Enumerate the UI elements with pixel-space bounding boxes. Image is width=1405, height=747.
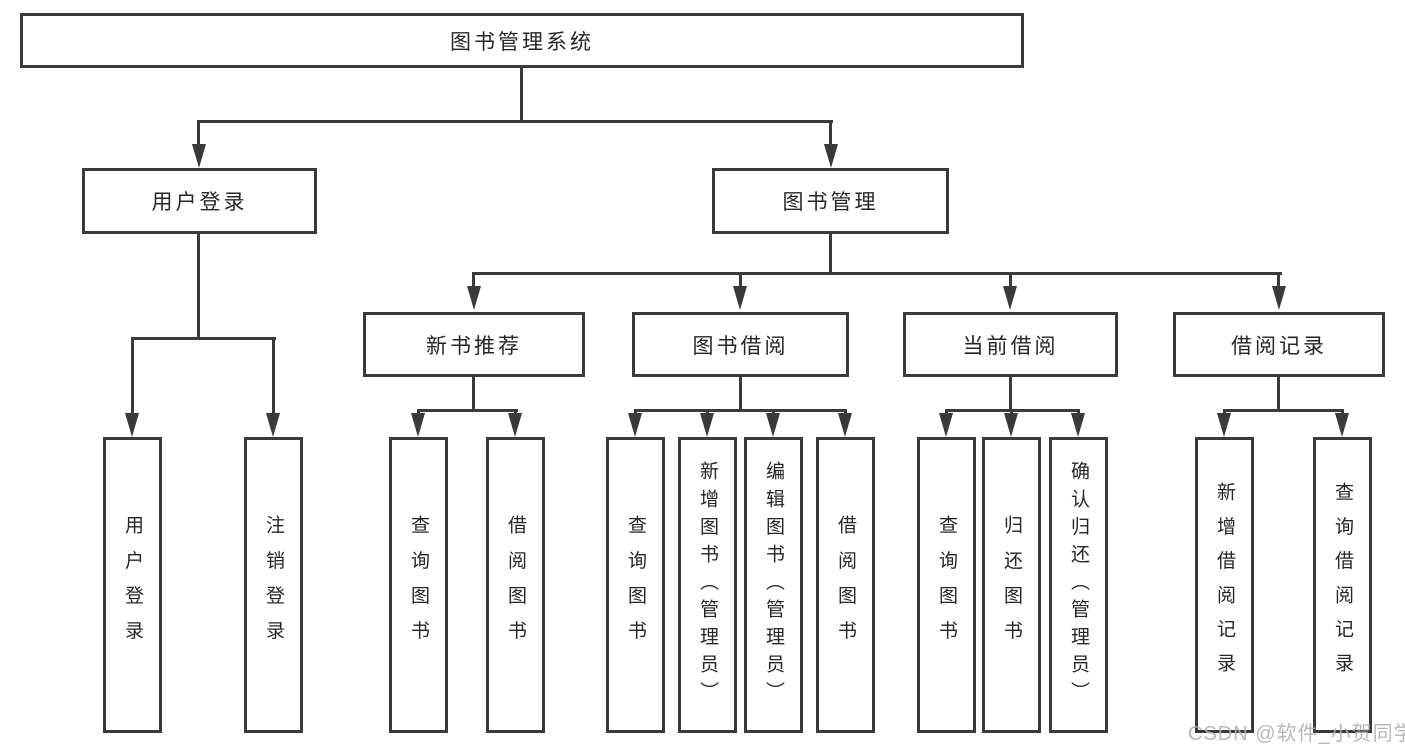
leaf-logout-login: 注销登录 xyxy=(244,437,303,733)
leaf-query-books-current: 查询图书 xyxy=(917,437,976,733)
connector-line xyxy=(706,409,709,415)
node-label: 图书借阅 xyxy=(692,334,789,358)
node-label: 借阅记录 xyxy=(1231,334,1327,358)
connector-line xyxy=(829,234,832,272)
connector-line xyxy=(739,377,742,409)
leaf-query-borrow-record: 查询借阅记录 xyxy=(1313,437,1372,733)
node-library-management-system: 图书管理系统 xyxy=(20,13,1024,68)
connector-line xyxy=(417,409,518,412)
connector-line xyxy=(1009,272,1012,288)
connector-line xyxy=(520,68,523,120)
connector-line xyxy=(272,337,275,415)
node-label: 用户登录 xyxy=(151,191,248,214)
connector-line xyxy=(829,120,832,146)
leaf-label: 借阅图书 xyxy=(505,514,526,656)
node-label: 图书管理 xyxy=(782,191,879,214)
leaf-query-books-recommend: 查询图书 xyxy=(389,437,448,733)
leaf-return-book: 归还图书 xyxy=(982,437,1041,733)
arrow-down-icon xyxy=(411,413,425,437)
arrow-down-icon xyxy=(1071,413,1085,437)
connector-line xyxy=(1277,377,1280,409)
node-label: 新书推荐 xyxy=(426,334,522,358)
leaf-user-login: 用户登录 xyxy=(103,437,162,733)
connector-line xyxy=(634,409,637,415)
leaf-label: 归还图书 xyxy=(1001,514,1022,656)
arrow-down-icon xyxy=(1003,286,1017,310)
arrow-down-icon xyxy=(467,286,481,310)
connector-line xyxy=(772,409,775,415)
leaf-edit-book-admin: 编辑图书（管理员） xyxy=(744,437,803,733)
arrow-down-icon xyxy=(192,144,206,168)
connector-line xyxy=(197,120,833,123)
connector-line xyxy=(131,337,134,415)
leaf-confirm-return-admin: 确认归还（管理员） xyxy=(1049,437,1108,733)
arrow-down-icon xyxy=(1272,286,1286,310)
arrow-down-icon xyxy=(1004,413,1018,437)
leaf-label: 编辑图书（管理员） xyxy=(763,461,784,709)
node-current-borrow: 当前借阅 xyxy=(903,312,1118,377)
connector-line xyxy=(131,337,276,340)
arrow-down-icon xyxy=(266,413,280,437)
node-label: 图书管理系统 xyxy=(450,30,594,54)
arrow-down-icon xyxy=(1335,413,1349,437)
connector-line xyxy=(1009,377,1012,409)
leaf-add-borrow-record: 新增借阅记录 xyxy=(1195,437,1254,733)
connector-line xyxy=(472,377,475,409)
leaf-borrow-books-recommend: 借阅图书 xyxy=(486,437,545,733)
leaf-label: 新增图书（管理员） xyxy=(697,461,718,709)
connector-line xyxy=(197,120,200,146)
node-user-login: 用户登录 xyxy=(82,168,317,234)
arrow-down-icon xyxy=(125,413,139,437)
connector-line xyxy=(1341,409,1344,415)
connector-line xyxy=(472,272,475,288)
node-new-book-recommend: 新书推荐 xyxy=(363,312,585,377)
arrow-down-icon xyxy=(766,413,780,437)
leaf-add-book-admin: 新增图书（管理员） xyxy=(678,437,737,733)
connector-line xyxy=(197,234,200,337)
leaf-label: 借阅图书 xyxy=(835,514,856,656)
connector-line xyxy=(1223,409,1344,412)
leaf-label: 查询图书 xyxy=(408,514,429,656)
connector-line xyxy=(1277,272,1280,288)
leaf-query-books-borrow: 查询图书 xyxy=(606,437,665,733)
leaf-label: 查询图书 xyxy=(936,514,957,656)
connector-line xyxy=(1077,409,1080,415)
arrow-down-icon xyxy=(700,413,714,437)
arrow-down-icon xyxy=(733,286,747,310)
connector-line xyxy=(472,272,1282,275)
arrow-down-icon xyxy=(628,413,642,437)
connector-line xyxy=(634,409,847,412)
connector-line xyxy=(1010,409,1013,415)
node-book-borrow: 图书借阅 xyxy=(632,312,849,377)
leaf-label: 用户登录 xyxy=(122,514,143,656)
connector-line xyxy=(844,409,847,415)
leaf-label: 确认归还（管理员） xyxy=(1068,461,1089,709)
connector-line xyxy=(739,272,742,288)
arrow-down-icon xyxy=(838,413,852,437)
connector-line xyxy=(514,409,517,415)
leaf-label: 查询图书 xyxy=(625,514,646,656)
leaf-borrow-books: 借阅图书 xyxy=(816,437,875,733)
node-book-management: 图书管理 xyxy=(712,168,949,234)
connector-line xyxy=(417,409,420,415)
arrow-down-icon xyxy=(939,413,953,437)
leaf-label: 新增借阅记录 xyxy=(1214,482,1235,688)
node-label: 当前借阅 xyxy=(962,334,1059,358)
connector-line xyxy=(945,409,948,415)
csdn-watermark: CSDN @软件_小贺同学 xyxy=(1188,723,1405,745)
arrow-down-icon xyxy=(1217,413,1231,437)
arrow-down-icon xyxy=(824,144,838,168)
leaf-label: 查询借阅记录 xyxy=(1332,482,1353,688)
leaf-label: 注销登录 xyxy=(263,514,284,656)
arrow-down-icon xyxy=(508,413,522,437)
node-borrow-records: 借阅记录 xyxy=(1173,312,1385,377)
connector-line xyxy=(1223,409,1226,415)
